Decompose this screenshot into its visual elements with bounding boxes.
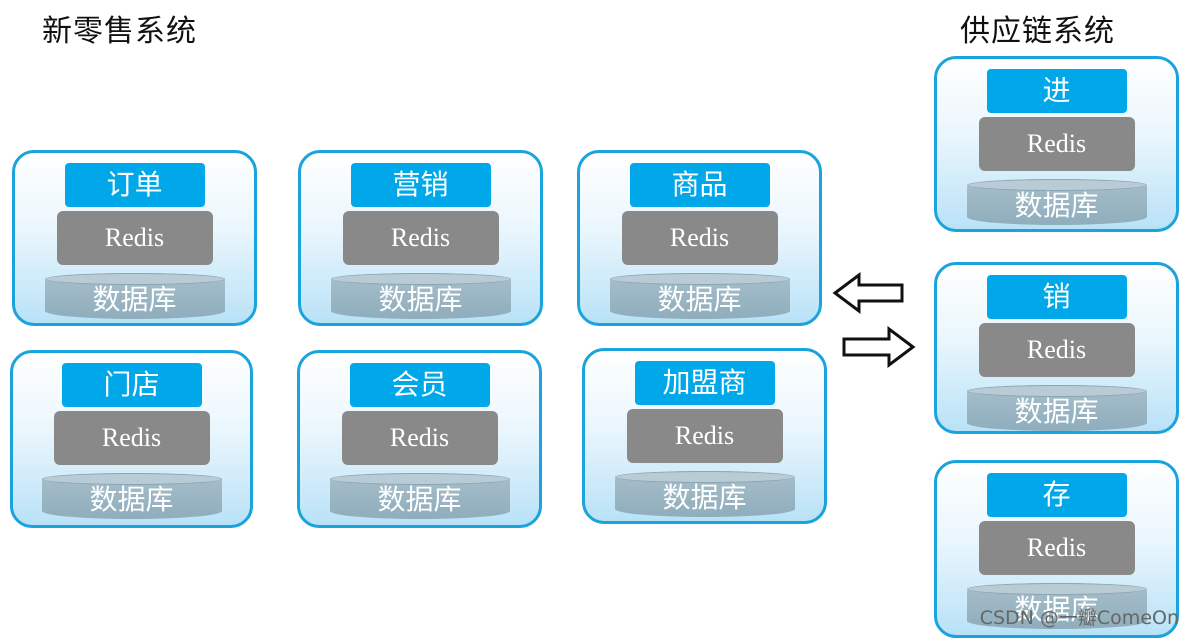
database-label: 数据库 xyxy=(89,483,174,516)
arrow-left-icon xyxy=(832,272,904,314)
service-name: 营销 xyxy=(350,163,491,207)
database-label: 数据库 xyxy=(1014,189,1099,222)
service-sales: 销 Redis 数据库 xyxy=(934,262,1179,434)
redis-cache: Redis xyxy=(53,411,210,465)
retail-system-title: 新零售系统 xyxy=(42,14,197,49)
database-label: 数据库 xyxy=(1014,593,1099,626)
database-label: 数据库 xyxy=(377,483,462,516)
service-name: 会员 xyxy=(349,363,490,407)
service-name: 订单 xyxy=(64,163,205,207)
redis-cache: Redis xyxy=(341,411,498,465)
database: 数据库 xyxy=(330,273,511,319)
service-purchase: 进 Redis 数据库 xyxy=(934,56,1179,232)
redis-cache: Redis xyxy=(978,323,1135,377)
redis-cache: Redis xyxy=(342,211,499,265)
database: 数据库 xyxy=(966,583,1147,629)
watermark: CSDN @一瓣ComeOn xyxy=(979,607,1179,629)
service-name: 存 xyxy=(986,473,1127,517)
database-label: 数据库 xyxy=(657,283,742,316)
redis-cache: Redis xyxy=(978,117,1135,171)
service-inventory: 存 Redis 数据库 xyxy=(934,460,1179,638)
database: 数据库 xyxy=(329,473,510,519)
service-name: 门店 xyxy=(61,363,202,407)
service-order: 订单 Redis 数据库 xyxy=(12,150,257,326)
supply-chain-system-title: 供应链系统 xyxy=(960,14,1115,49)
redis-cache: Redis xyxy=(621,211,778,265)
database-label: 数据库 xyxy=(378,283,463,316)
database: 数据库 xyxy=(614,471,795,517)
service-name: 商品 xyxy=(629,163,770,207)
database-label: 数据库 xyxy=(1014,395,1099,428)
database: 数据库 xyxy=(609,273,790,319)
database: 数据库 xyxy=(41,473,222,519)
service-marketing: 营销 Redis 数据库 xyxy=(298,150,543,326)
database: 数据库 xyxy=(966,385,1147,431)
redis-cache: Redis xyxy=(978,521,1135,575)
service-store: 门店 Redis 数据库 xyxy=(10,350,253,528)
service-franchisee: 加盟商 Redis 数据库 xyxy=(582,348,827,524)
database: 数据库 xyxy=(44,273,225,319)
service-product: 商品 Redis 数据库 xyxy=(577,150,822,326)
redis-cache: Redis xyxy=(56,211,213,265)
arrow-right-icon xyxy=(842,326,916,368)
service-name: 销 xyxy=(986,275,1127,319)
service-name: 加盟商 xyxy=(634,361,775,405)
redis-cache: Redis xyxy=(626,409,783,463)
database: 数据库 xyxy=(966,179,1147,225)
database-label: 数据库 xyxy=(92,283,177,316)
service-name: 进 xyxy=(986,69,1127,113)
service-member: 会员 Redis 数据库 xyxy=(297,350,542,528)
database-label: 数据库 xyxy=(662,481,747,514)
